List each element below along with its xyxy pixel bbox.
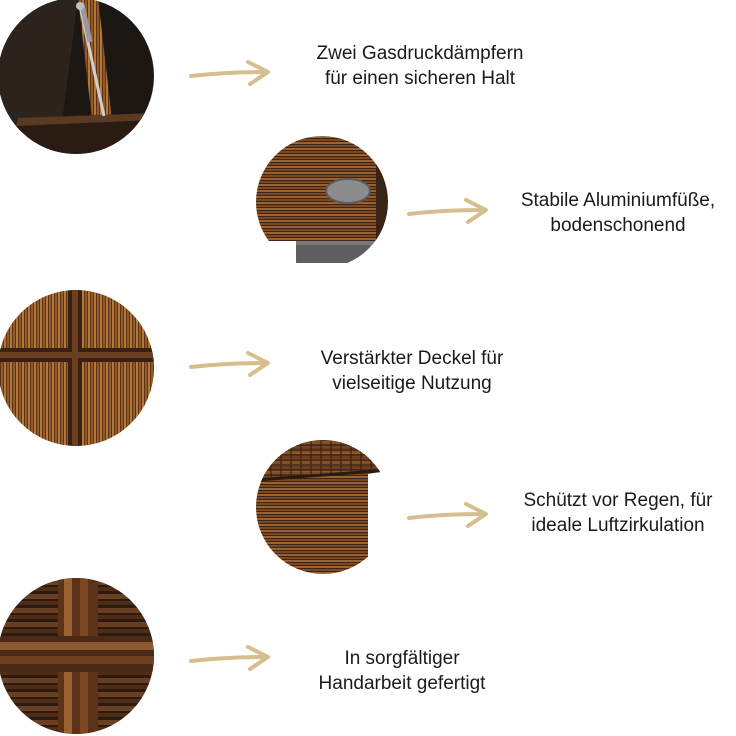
feature-caption-line1: Verstärkter Deckel für <box>320 348 504 369</box>
feature-caption: Verstärkter Deckel für vielseitige Nutzu… <box>292 346 532 396</box>
feature-row-rain-protection: Schützt vor Regen, für ideale Luftzirkul… <box>0 0 736 574</box>
reinforced-lid-photo <box>0 290 154 446</box>
handmade-weave-photo <box>0 578 154 734</box>
feature-caption-line2: bodenschonend <box>550 215 686 236</box>
feature-caption-line1: Zwei Gasdruckdämpfern <box>316 43 524 64</box>
right-arrow-icon <box>188 349 274 379</box>
feature-caption-line1: Stabile Aluminiumfüße, <box>520 190 716 211</box>
feature-caption-line2: vielseitige Nutzung <box>332 373 492 394</box>
feature-caption: Schützt vor Regen, für ideale Luftzirkul… <box>500 488 736 538</box>
feature-caption: In sorgfältiger Handarbeit gefertigt <box>282 646 522 696</box>
right-arrow-icon <box>406 196 492 226</box>
gas-spring-photo <box>0 0 154 154</box>
right-arrow-icon <box>188 643 274 673</box>
feature-caption-line1: In sorgfältiger <box>344 648 460 669</box>
feature-caption-line2: Handarbeit gefertigt <box>318 673 486 694</box>
feature-row-reinforced-lid: Verstärkter Deckel für vielseitige Nutzu… <box>0 0 736 446</box>
feature-row-gas-springs: Zwei Gasdruckdämpfern für einen sicheren… <box>0 0 736 154</box>
rain-protection-edge-photo <box>256 440 390 574</box>
feature-caption: Zwei Gasdruckdämpfern für einen sicheren… <box>300 41 540 91</box>
feature-caption-line2: ideale Luftzirkulation <box>531 515 705 536</box>
feature-caption-line2: für einen sicheren Halt <box>324 68 516 89</box>
feature-caption: Stabile Aluminiumfüße, bodenschonend <box>500 188 736 238</box>
feature-row-aluminium-feet: Stabile Aluminiumfüße, bodenschonend <box>0 0 736 268</box>
feature-caption-line1: Schützt vor Regen, für <box>523 490 713 511</box>
right-arrow-icon <box>188 58 274 88</box>
right-arrow-icon <box>406 500 492 530</box>
aluminium-foot-photo <box>256 136 388 268</box>
